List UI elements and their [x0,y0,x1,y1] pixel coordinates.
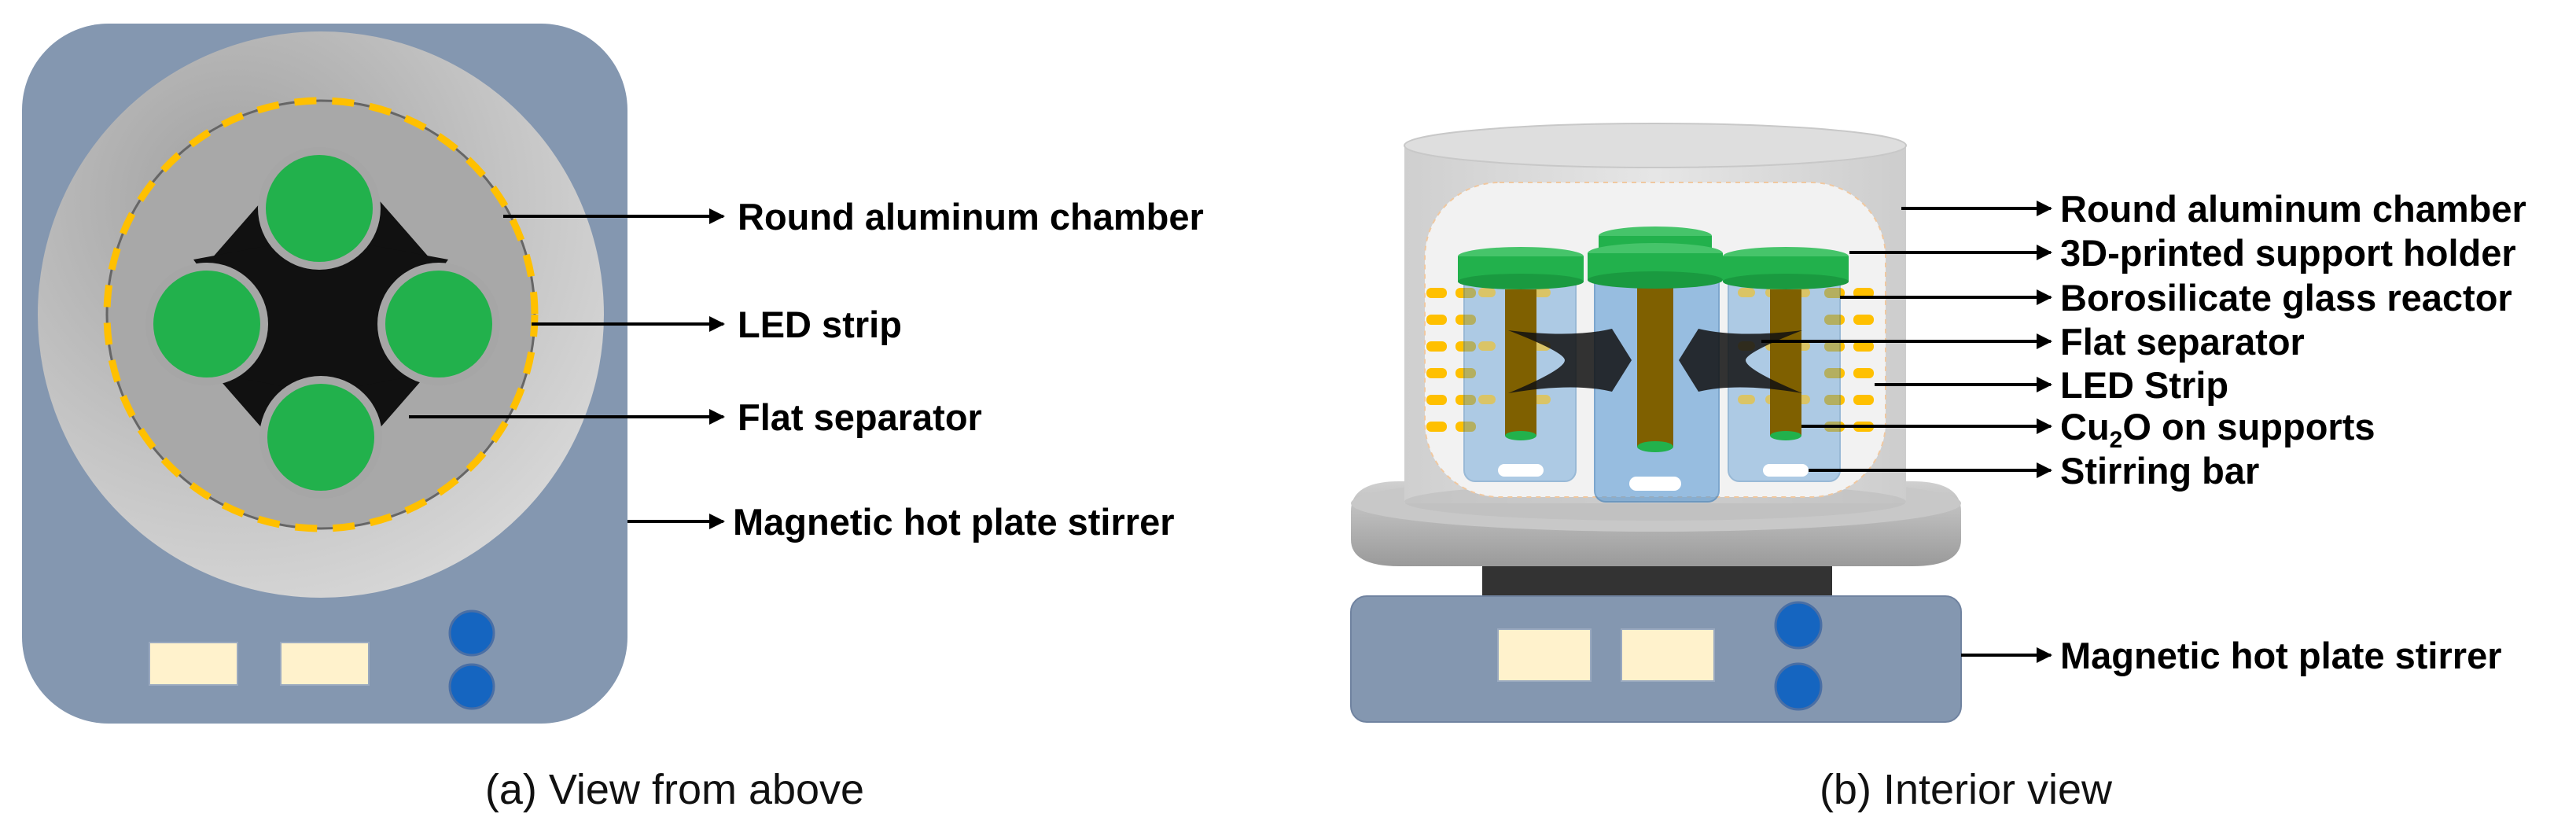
cu2o-subscript: 2 [2110,427,2123,453]
panel-a: Round aluminum chamber LED strip Flat se… [22,24,1204,813]
cu2o-main: Cu [2060,406,2110,447]
cu2o-support-center [1637,288,1673,447]
cu2o-support-right [1770,289,1801,436]
flat-separator-side-right [1679,329,1802,393]
control-knob-2 [448,663,495,710]
label-a-stirrer: Magnetic hot plate stirrer [733,501,1175,543]
hot-plate-neck [1482,565,1832,596]
led-strip-side [1426,288,1874,432]
stir-bar-center [1629,477,1681,491]
caption-b: (b) Interior view [1820,766,2113,813]
flat-separator-side [1508,329,1632,393]
reactor-left [1458,247,1584,482]
reactor-top-south [259,376,382,499]
reactor-top-north [258,147,381,270]
label-b-reactor: Borosilicate glass reactor [2060,277,2512,319]
cu2o-support-left [1505,289,1536,436]
label-b-stirrer: Magnetic hot plate stirrer [2060,635,2502,676]
stir-bar-left [1498,464,1544,477]
control-knob-b1 [1774,601,1823,650]
display-window-b2 [1621,628,1715,682]
led-strip-ring [103,97,539,532]
label-a-led: LED strip [738,304,902,345]
reactor-center [1588,243,1723,503]
label-a-separator: Flat separator [738,396,982,438]
display-window-1 [149,642,238,686]
reactor-top-east [377,263,500,385]
cu2o-rest: O on supports [2122,406,2375,447]
label-b-separator: Flat separator [2060,321,2305,363]
reactor-right [1723,247,1849,482]
label-a-chamber: Round aluminum chamber [738,196,1204,238]
label-b-cu2o: Cu2O on supports [2060,406,2375,453]
label-b-led: LED Strip [2060,364,2228,406]
label-b-chamber: Round aluminum chamber [2060,188,2526,230]
caption-a: (a) View from above [485,766,864,813]
display-window-b1 [1497,628,1592,682]
display-window-2 [280,642,370,686]
aluminum-chamber-lid [1404,123,1907,168]
stir-bar-right [1763,464,1809,477]
label-b-holder: 3D-printed support holder [2060,232,2516,274]
reactor-top-west [145,263,268,385]
control-knob-b2 [1774,662,1823,711]
control-knob-1 [448,610,495,657]
label-b-stirbar: Stirring bar [2060,450,2259,492]
panel-b: Round aluminum chamber 3D-printed suppor… [1350,123,2526,813]
